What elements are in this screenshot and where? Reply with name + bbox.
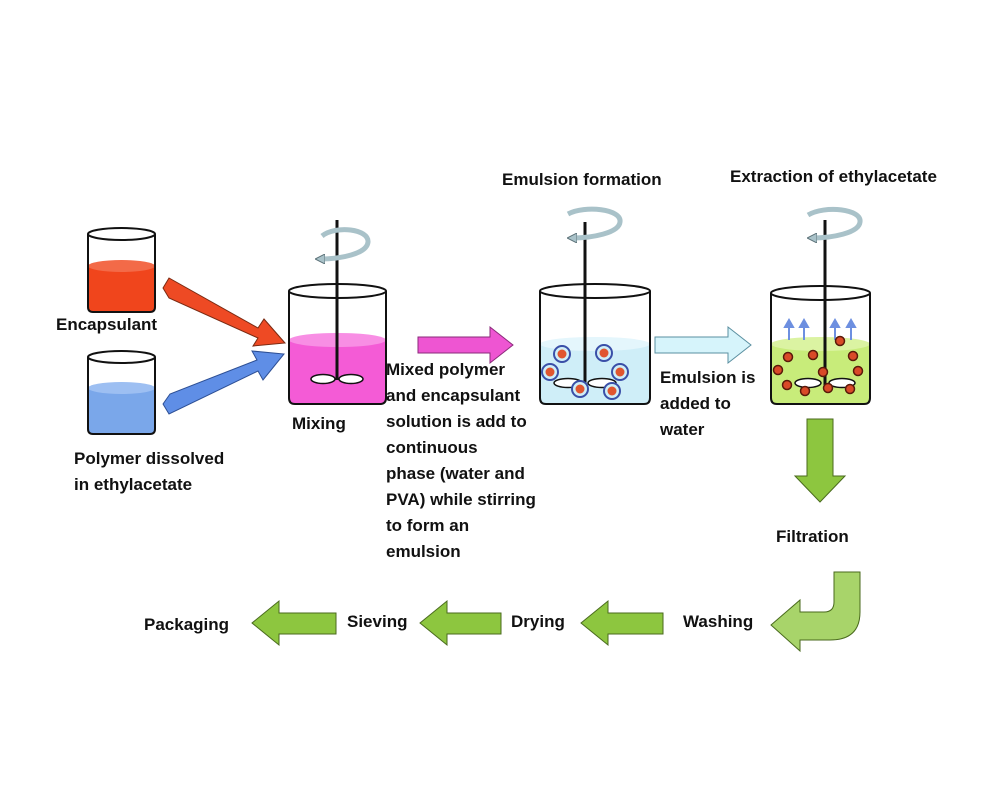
extraction-label: Extraction of ethylacetate (730, 167, 937, 186)
washing-to-drying-arrow (580, 599, 664, 647)
polymer-liquid (88, 388, 155, 434)
emulsion-formation-label: Emulsion formation (502, 170, 662, 189)
polymer-to-mixer-arrow (162, 350, 285, 415)
mixed-description-label: Mixed polymer and encapsulant solution i… (386, 360, 536, 561)
extraction-beaker (770, 206, 871, 405)
encapsulant-to-mixer-arrow (162, 277, 287, 347)
mix-to-emulsion-arrow (417, 325, 514, 365)
drying-to-sieving-arrow (419, 599, 502, 647)
washing-label: Washing (683, 612, 754, 631)
encapsulant-label: Encapsulant (56, 315, 158, 334)
encapsulant-beaker (87, 227, 156, 313)
packaging-label: Packaging (144, 615, 230, 634)
drying-label: Drying (511, 612, 565, 631)
emulsion-beaker (539, 206, 651, 405)
rotation-arrow-icon (320, 227, 371, 259)
rotation-arrow-icon (806, 206, 863, 238)
rotation-arrow-icon (566, 206, 623, 238)
filtration-to-washing-arrow (770, 571, 861, 653)
droplet-icon (541, 344, 629, 400)
mixing-label: Mixing (292, 414, 346, 433)
mixing-beaker (288, 220, 387, 405)
filtration-label: Filtration (776, 527, 849, 546)
sieving-label: Sieving (347, 612, 408, 631)
emulsion-to-extraction-arrow (654, 325, 752, 365)
sieving-to-packaging-arrow (251, 599, 337, 647)
vapor-arrow-icon (783, 317, 857, 340)
emulsion-added-label: Emulsion is added to water (660, 368, 756, 439)
extraction-to-filtration-arrow (793, 418, 847, 503)
polymer-dissolved-label: Polymer dissolved in ethylacetate (74, 449, 225, 494)
droplet-icon (772, 335, 864, 397)
polymer-beaker (87, 350, 156, 435)
encapsulant-liquid (88, 266, 155, 312)
